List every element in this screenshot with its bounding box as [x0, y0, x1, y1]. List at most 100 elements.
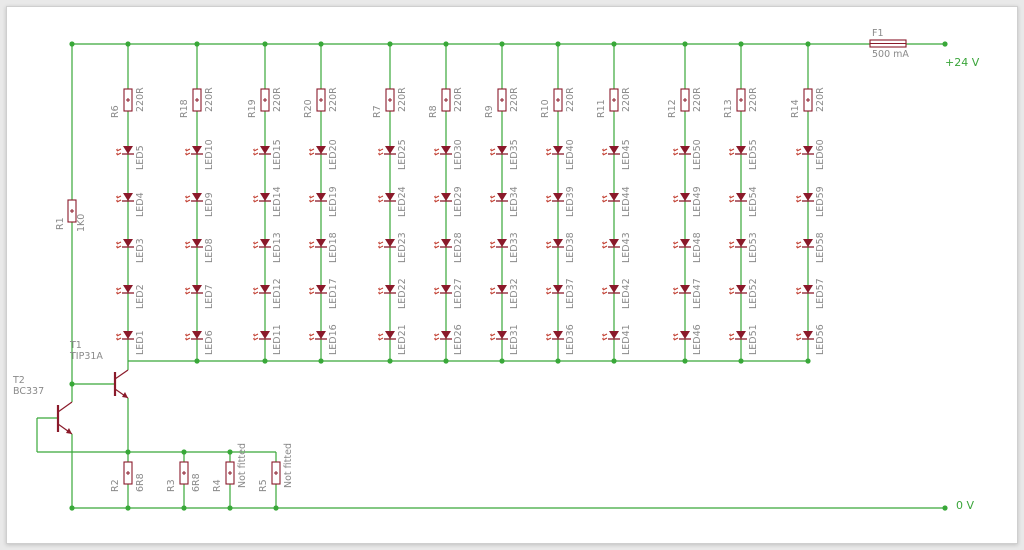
string-resistor-value: 220R	[509, 87, 520, 112]
led-label: LED16	[328, 324, 339, 355]
resistor-r8	[441, 88, 451, 112]
led-arrow-head	[185, 333, 187, 336]
led-triangle	[803, 285, 813, 293]
led-arrow-head	[673, 148, 675, 151]
led-arrow	[546, 287, 552, 291]
string-resistor-value: 220R	[815, 87, 826, 112]
string-resistor-name: R10	[540, 99, 551, 118]
led-arrow	[185, 333, 191, 337]
resistor-r1	[67, 199, 77, 223]
led-arrow-head	[546, 199, 548, 202]
led-arrow-head	[602, 152, 604, 155]
led-arrow	[434, 337, 440, 341]
led-arrow	[253, 245, 259, 249]
led-arrow-head	[253, 148, 255, 151]
led-arrow-head	[378, 241, 380, 244]
led-symbol	[602, 239, 620, 249]
led-arrow	[490, 199, 496, 203]
led-arrow-head	[185, 337, 187, 340]
led-label: LED15	[272, 139, 283, 170]
led-arrow	[185, 195, 191, 199]
led-label: LED36	[565, 324, 576, 355]
t1-value: TIP31A	[69, 351, 103, 362]
led-label: LED9	[204, 192, 215, 217]
led-triangle	[385, 193, 395, 201]
led-arrow-head	[546, 241, 548, 244]
led-label: LED5	[135, 145, 146, 170]
led-arrow	[602, 195, 608, 199]
led-label: LED35	[509, 139, 520, 170]
led-triangle	[497, 331, 507, 339]
led-arrow	[434, 195, 440, 199]
led-arrow	[253, 333, 259, 337]
led-triangle	[736, 331, 746, 339]
led-arrow	[490, 148, 496, 152]
led-arrow-head	[116, 241, 118, 244]
led-arrow-head	[546, 245, 548, 248]
led-label: LED42	[621, 278, 632, 309]
led-arrow	[378, 287, 384, 291]
led-arrow-head	[602, 291, 604, 294]
junction-dot	[318, 358, 324, 364]
led-arrow	[490, 333, 496, 337]
led-arrow	[729, 195, 735, 199]
led-symbol	[602, 285, 620, 295]
junction-dot	[227, 505, 233, 511]
led-triangle	[497, 239, 507, 247]
led-triangle	[316, 239, 326, 247]
led-symbol	[434, 239, 452, 249]
led-arrow-head	[253, 245, 255, 248]
led-arrow-head	[309, 195, 311, 198]
led-label: LED50	[692, 139, 703, 170]
led-arrow	[490, 152, 496, 156]
led-label: LED40	[565, 139, 576, 170]
led-symbol	[253, 239, 271, 249]
led-arrow-head	[729, 195, 731, 198]
led-arrow-head	[602, 337, 604, 340]
led-triangle	[123, 146, 133, 154]
led-arrow	[309, 199, 315, 203]
string-resistor-value: 220R	[397, 87, 408, 112]
string-resistor-name: R12	[667, 99, 678, 118]
led-arrow	[253, 152, 259, 156]
led-label: LED27	[453, 278, 464, 309]
led-arrow	[253, 337, 259, 341]
led-arrow-head	[490, 245, 492, 248]
led-arrow-head	[378, 337, 380, 340]
led-arrow	[434, 241, 440, 245]
junction-dot	[682, 358, 688, 364]
junction-dot	[738, 358, 744, 364]
resistor-r20	[316, 88, 326, 112]
string-resistor-name: R19	[247, 99, 258, 118]
t2-value: BC337	[13, 386, 44, 397]
led-triangle	[680, 239, 690, 247]
led-arrow	[253, 195, 259, 199]
schematic-frame	[6, 6, 1018, 544]
led-arrow	[309, 333, 315, 337]
led-arrow	[378, 333, 384, 337]
junction-dot	[443, 358, 449, 364]
led-arrow-head	[673, 241, 675, 244]
led-arrow-head	[546, 148, 548, 151]
led-arrow	[434, 152, 440, 156]
led-triangle	[553, 193, 563, 201]
led-arrow-head	[185, 245, 187, 248]
led-label: LED2	[135, 284, 146, 309]
led-triangle	[441, 146, 451, 154]
string-resistor-name: R18	[179, 99, 190, 118]
string-resistor-value: 220R	[453, 87, 464, 112]
led-triangle	[260, 331, 270, 339]
led-arrow	[673, 337, 679, 341]
resistor-r10	[553, 88, 563, 112]
led-label: LED11	[272, 324, 283, 355]
led-arrow	[116, 148, 122, 152]
led-arrow-head	[434, 333, 436, 336]
led-arrow	[546, 333, 552, 337]
led-arrow	[116, 291, 122, 295]
led-arrow	[378, 245, 384, 249]
led-arrow-head	[116, 148, 118, 151]
led-arrow	[729, 199, 735, 203]
led-arrow-head	[253, 287, 255, 290]
supply-label: +24 V	[945, 56, 980, 69]
led-symbol	[546, 193, 564, 203]
